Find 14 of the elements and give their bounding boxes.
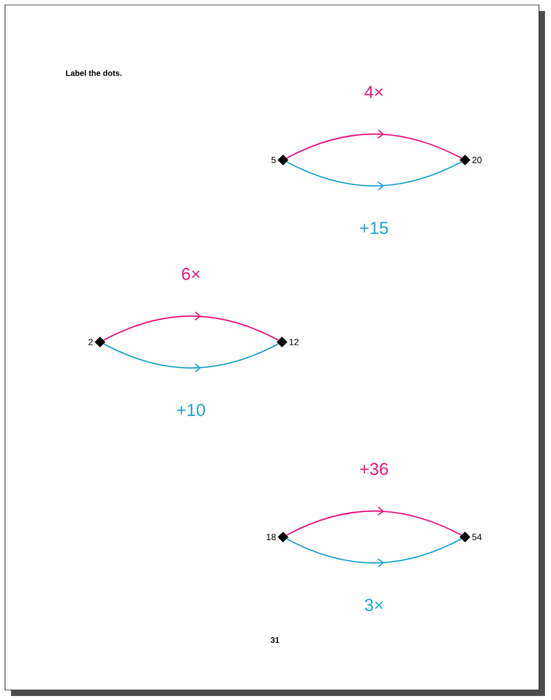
edge-label: +36 — [358, 462, 390, 476]
page-number: 31 — [270, 637, 280, 643]
dot-number: 20 — [472, 156, 482, 164]
dot-number: 12 — [290, 338, 298, 346]
instruction-text: Label the dots. — [66, 70, 122, 76]
edge-label: +10 — [175, 402, 207, 418]
dot-number: 54 — [472, 534, 482, 540]
edge-label: +15 — [358, 220, 390, 236]
dot-number: 18 — [266, 534, 276, 540]
edge-label: 6× — [180, 266, 202, 282]
edge-label: 3× — [363, 598, 385, 612]
dot-number: 2 — [88, 338, 93, 346]
dot-number: 5 — [271, 156, 276, 164]
edge-label: 4× — [363, 85, 385, 99]
